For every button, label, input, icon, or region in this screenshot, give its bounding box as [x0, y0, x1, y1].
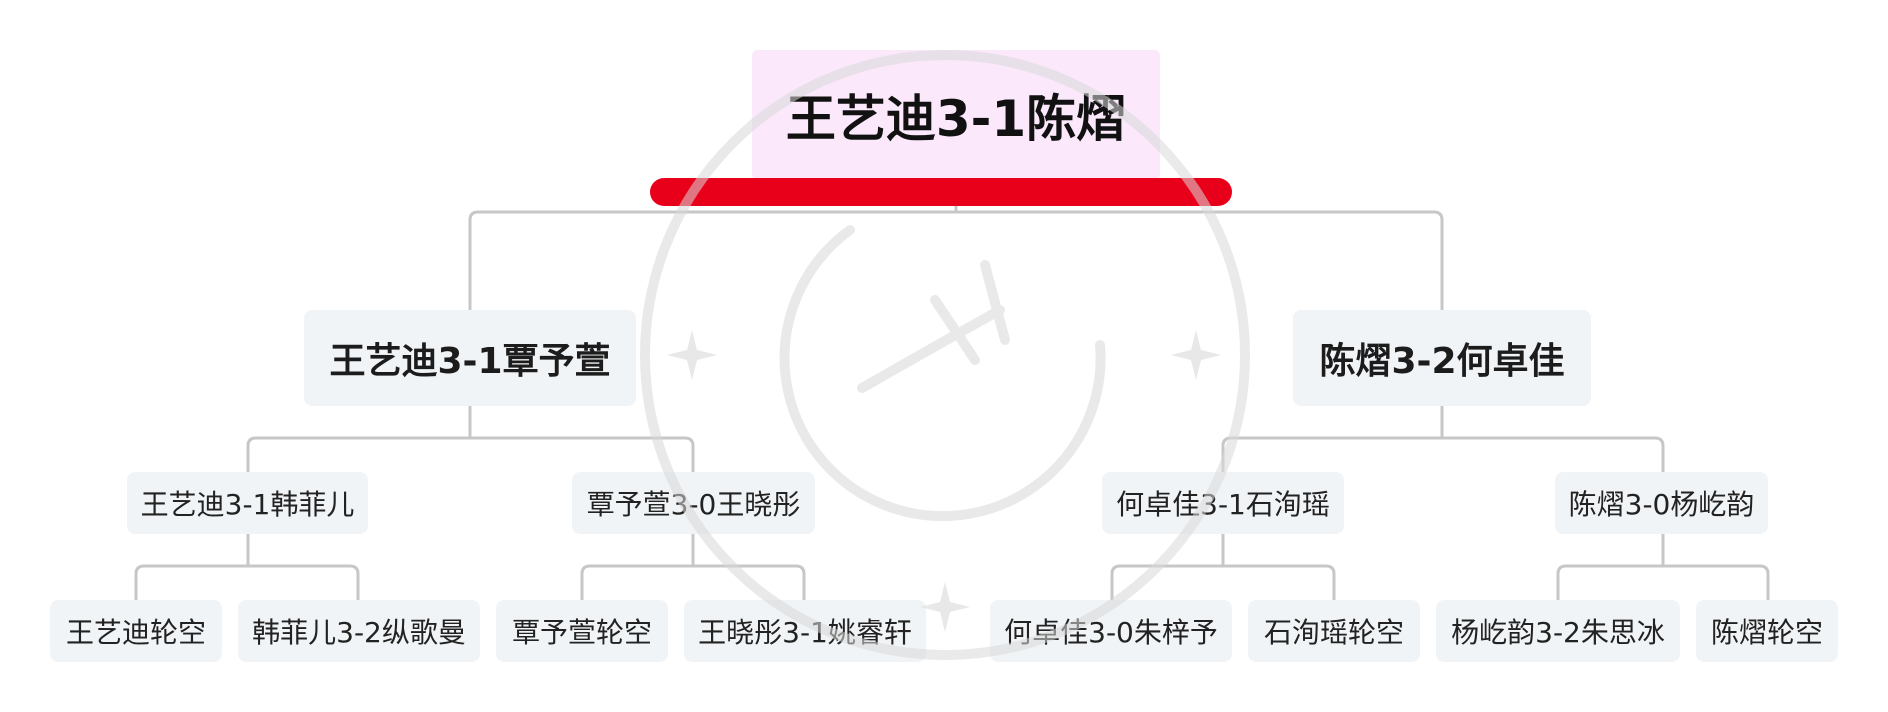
- round16-node-8[interactable]: 陈熠轮空: [1696, 600, 1838, 662]
- final-highlight-underline: [650, 178, 1232, 206]
- round16-node-6[interactable]: 石洵瑶轮空: [1248, 600, 1420, 662]
- quarterfinal-node-1[interactable]: 王艺迪3-1韩菲儿: [127, 472, 368, 534]
- semifinal-left-node[interactable]: 王艺迪3-1覃予萱: [304, 310, 636, 406]
- round16-node-5[interactable]: 何卓佳3-0朱梓予: [990, 600, 1232, 662]
- quarterfinal-node-2[interactable]: 覃予萱3-0王晓彤: [572, 472, 815, 534]
- semifinal-right-node[interactable]: 陈熠3-2何卓佳: [1293, 310, 1591, 406]
- round16-node-1[interactable]: 王艺迪轮空: [50, 600, 222, 662]
- quarterfinal-node-3[interactable]: 何卓佳3-1石洵瑶: [1102, 472, 1344, 534]
- round16-node-3[interactable]: 覃予萱轮空: [496, 600, 668, 662]
- round16-node-4[interactable]: 王晓彤3-1姚睿轩: [684, 600, 926, 662]
- round16-node-2[interactable]: 韩菲儿3-2纵歌曼: [238, 600, 480, 662]
- round16-node-7[interactable]: 杨屹韵3-2朱思冰: [1436, 600, 1680, 662]
- final-result-node[interactable]: 王艺迪3-1陈熠: [752, 50, 1160, 180]
- quarterfinal-node-4[interactable]: 陈熠3-0杨屹韵: [1555, 472, 1768, 534]
